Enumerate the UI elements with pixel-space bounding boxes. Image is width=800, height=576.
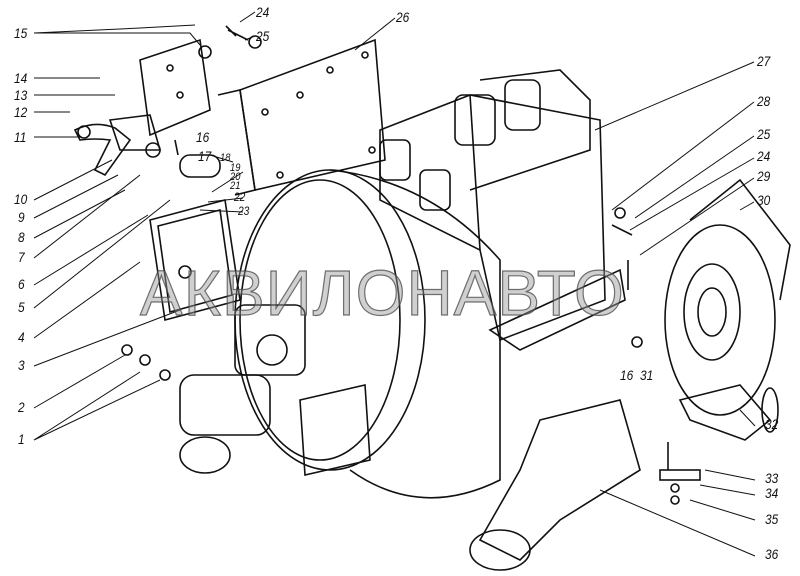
callout-31: 31 (640, 367, 654, 383)
lever (73, 123, 132, 177)
leader-lines (33, 11, 756, 557)
callout-22: 22 (234, 190, 246, 204)
callout-6: 6 (18, 276, 25, 292)
valve-assembly (379, 69, 591, 211)
callout-14: 14 (14, 70, 28, 86)
callout-9: 9 (18, 209, 25, 225)
callout-2: 2 (18, 399, 25, 415)
gasket-cover (149, 198, 241, 322)
callout-23: 23 (238, 204, 250, 218)
cover-plate-26 (217, 38, 386, 196)
callout-11: 11 (14, 129, 27, 145)
callout-25-top: 25 (256, 28, 270, 44)
small-parts (121, 139, 701, 505)
callout-32: 32 (765, 416, 779, 432)
bracket-plate (108, 38, 212, 158)
callout-27: 27 (757, 53, 771, 69)
watermark: АКВИЛОНАВТО (139, 257, 625, 329)
callout-7: 7 (18, 249, 25, 265)
flange-disc-30 (664, 178, 791, 416)
callout-5: 5 (18, 299, 25, 315)
callout-1: 1 (18, 431, 25, 447)
gearbox-block (379, 94, 626, 351)
callout-21: 21 (230, 180, 241, 192)
bracket-32 (678, 384, 779, 441)
flywheel-housing (234, 169, 501, 499)
callout-26: 26 (396, 9, 410, 25)
callout-10: 10 (14, 191, 28, 207)
callout-19: 19 (230, 162, 241, 174)
callout-28: 28 (757, 93, 771, 109)
callout-25-right: 25 (757, 126, 771, 142)
callout-15: 15 (14, 25, 28, 41)
callout-20: 20 (230, 171, 241, 183)
callout-29: 29 (757, 168, 771, 184)
callout-12: 12 (14, 104, 28, 120)
callout-16-bottom: 16 (620, 367, 634, 383)
callout-30: 30 (757, 192, 771, 208)
callout-4: 4 (18, 329, 25, 345)
side-cover (299, 384, 371, 476)
callout-17: 17 (198, 148, 212, 164)
callout-36: 36 (765, 546, 779, 562)
callout-18: 18 (220, 152, 231, 164)
pump-unit (179, 304, 306, 474)
elbow-36 (469, 399, 641, 571)
callout-34: 34 (765, 485, 779, 501)
callout-33: 33 (765, 470, 779, 486)
callout-8: 8 (18, 229, 25, 245)
callout-16-mid: 16 (196, 129, 210, 145)
callout-3: 3 (18, 357, 25, 373)
callout-35: 35 (765, 511, 779, 527)
callout-24-top: 24 (256, 4, 270, 20)
bolt-24 (225, 25, 262, 49)
callout-13: 13 (14, 87, 28, 103)
callout-24-right: 24 (757, 148, 771, 164)
